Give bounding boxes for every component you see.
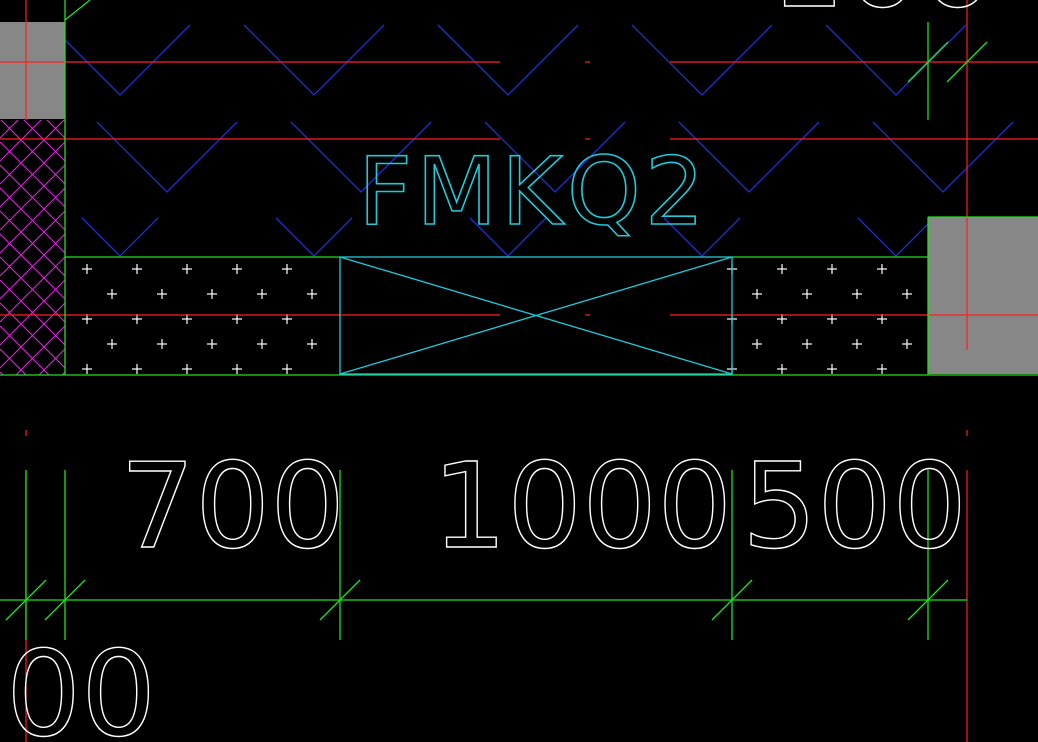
plus-mark [307,289,317,299]
plus-mark [132,364,142,374]
plus-mark [827,264,837,274]
hatch-stroke [0,120,19,139]
hatch-stroke [0,348,27,375]
plus-mark [307,339,317,349]
tick-mark [907,579,949,621]
hatch-stroke [857,217,935,257]
plus-mark [82,264,92,274]
plus-mark [752,339,762,349]
plus-mark [282,264,292,274]
plus-mark [182,264,192,274]
hatch-stroke [0,120,65,185]
hatch-stroke [825,24,967,96]
hatch-stroke [0,279,65,346]
plus-mark [132,314,142,324]
hatch-stroke [0,187,65,254]
tick-mark [907,41,949,83]
plus-mark [877,314,887,324]
plus-mark [232,314,242,324]
hatch-stroke [631,24,773,96]
plus-mark [182,314,192,324]
hatch-stroke [469,217,547,257]
hatch-stroke [275,217,353,257]
hatch-stroke [243,24,385,96]
plus-mark [282,314,292,324]
cross-hatch-pattern [0,120,65,375]
plus-mark [752,289,762,299]
hatch-stroke [0,210,65,277]
hatch-stroke [38,348,65,375]
plus-mark [232,364,242,374]
plus-mark [132,264,142,274]
plus-mark [207,339,217,349]
hatch-stroke [46,120,65,139]
dimension-text-700: 700 [120,437,345,575]
tick-mark [319,579,361,621]
plus-mark [827,314,837,324]
plus-mark [232,264,242,274]
tick-mark [711,579,753,621]
hatch-stroke [437,24,579,96]
hatch-stroke [663,217,741,257]
partial-dimension-text-top: 100 [770,0,995,34]
plus-mark [257,289,267,299]
door-label: FMKQ2 [358,138,709,247]
plus-mark [207,289,217,299]
concrete-column-right [928,217,1038,374]
tick-mark [44,579,86,621]
plus-mark [82,364,92,374]
plus-mark [282,364,292,374]
hatch-stroke [290,121,432,193]
tick-mark [946,41,988,83]
plus-mark [877,364,887,374]
hatch-stroke [678,121,820,193]
plus-mark [777,264,787,274]
tick-mark [5,579,47,621]
hatch-stroke [0,141,65,208]
door-opening-x-symbol[interactable] [339,256,733,375]
plus-mark [852,289,862,299]
plus-mark [902,339,912,349]
plus-mark [877,264,887,274]
plus-mark [777,364,787,374]
hatch-stroke [0,233,65,300]
tick-mark [5,41,988,621]
plus-mark [107,289,117,299]
dimension-line [0,470,967,640]
plus-mark [827,364,837,374]
plus-mark [852,339,862,349]
plus-mark [902,289,912,299]
hatch-stroke [96,121,238,193]
hatch-stroke [81,217,159,257]
partial-dimension-text-bottom: 00 [6,625,156,742]
hatch-stroke [0,120,42,162]
plus-mark [157,339,167,349]
plus-mark [802,289,812,299]
hatch-stroke [15,325,65,375]
hatch-stroke [0,256,65,323]
hatch-stroke [0,164,65,231]
wall-outline-lines [0,0,1038,376]
plus-mark [257,339,267,349]
plus-mark [107,339,117,349]
dimension-text-1000: 1000 [432,437,732,575]
dimension-text-500: 500 [742,437,967,575]
plus-mark [777,314,787,324]
plus-mark [82,314,92,324]
hatch-stroke [0,302,65,369]
hatch-stroke [49,24,191,96]
hatch-stroke [872,121,1014,193]
plus-mark [182,364,192,374]
plus-mark [157,289,167,299]
wall-hatch-pattern [49,24,1014,257]
hatch-stroke [484,121,626,193]
concrete-column-left [0,22,65,119]
plus-mark [802,339,812,349]
